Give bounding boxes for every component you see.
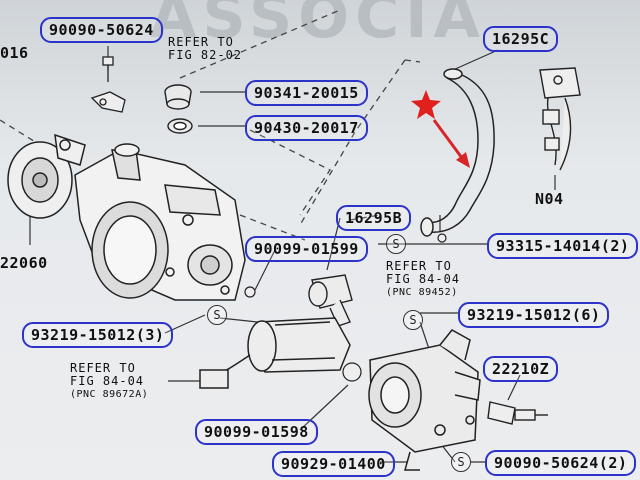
boundary-line <box>404 59 421 63</box>
refer-note-line2: FIG 84-04 <box>386 272 461 286</box>
refer-note-line1: REFER TO <box>168 35 234 49</box>
part-label-90099-01598: 90099-01598 <box>195 419 318 445</box>
star-icon <box>411 90 441 119</box>
highlight-annotation <box>411 90 470 168</box>
leader-line <box>507 374 521 401</box>
leader-line <box>254 249 276 291</box>
standard-part-mark: S <box>403 310 423 330</box>
plug-drawing <box>164 84 193 134</box>
part-label-93219-15012-6: 93219-15012(6) <box>458 302 610 328</box>
connector-drawing <box>539 67 581 171</box>
standard-part-mark: S <box>386 234 406 254</box>
part-label-90430-20017: 90430-20017 <box>245 115 368 141</box>
part-label-16295c: 16295C <box>483 26 559 52</box>
leader-line <box>452 49 499 71</box>
arrow-head-icon <box>456 152 470 168</box>
throttle-body-drawing <box>74 143 246 301</box>
boundary-line <box>349 214 381 221</box>
refer-note-fig-84-04-a: REFER TO FIG 84-04 (PNC 89452) <box>386 260 460 299</box>
actuator-drawing <box>308 274 353 327</box>
part-label-90090-50624: 90090-50624 <box>40 17 163 43</box>
refer-note-line1: REFER TO <box>386 259 452 273</box>
part-label-90090-50624-2: 90090-50624(2) <box>485 450 637 476</box>
part-label-93315-14014: 93315-14014(2) <box>487 233 639 259</box>
refer-note-line2: FIG 84-04 <box>70 374 145 388</box>
refer-note-fig-84-04-b: REFER TO FIG 84-04 (PNC 89672A) <box>70 362 148 401</box>
part-label-90099-01599: 90099-01599 <box>245 236 368 262</box>
refer-note-line2: FIG 82-02 <box>168 48 243 62</box>
part-label-90341-20015: 90341-20015 <box>245 80 368 106</box>
part-label-90929-01400: 90929-01400 <box>272 451 395 477</box>
refer-note-fig-82-02: REFER TO FIG 82-02 <box>168 36 242 62</box>
refer-note-pnc: (PNC 89452) <box>386 287 458 298</box>
sensor-drawing <box>487 401 548 425</box>
refer-note-pnc: (PNC 89672A) <box>70 389 149 400</box>
refer-note-line1: REFER TO <box>70 361 136 375</box>
part-label-22210z: 22210Z <box>483 356 559 382</box>
boundary-line <box>239 214 306 241</box>
plain-label-016: 016 <box>0 44 29 62</box>
hose-drawing <box>420 68 495 237</box>
boundary-line <box>299 59 406 226</box>
standard-part-mark: S <box>207 305 227 325</box>
large-actuator-drawing <box>368 329 481 471</box>
boundary-line <box>179 9 341 79</box>
plain-label-22060: 22060 <box>0 254 48 272</box>
part-label-93219-15012-3: 93219-15012(3) <box>22 322 174 348</box>
plain-label-n04: N04 <box>535 190 564 208</box>
motor-drawing <box>199 317 351 389</box>
bolt-drawing <box>90 56 126 113</box>
arrow-shaft <box>432 119 464 159</box>
part-label-16295b: 16295B <box>336 205 412 231</box>
left-component-drawing <box>7 133 86 219</box>
standard-part-mark: S <box>451 452 471 472</box>
watermark: ASSOCIA <box>150 0 486 52</box>
screw-drawing <box>244 233 447 382</box>
boundary-line <box>249 129 331 216</box>
